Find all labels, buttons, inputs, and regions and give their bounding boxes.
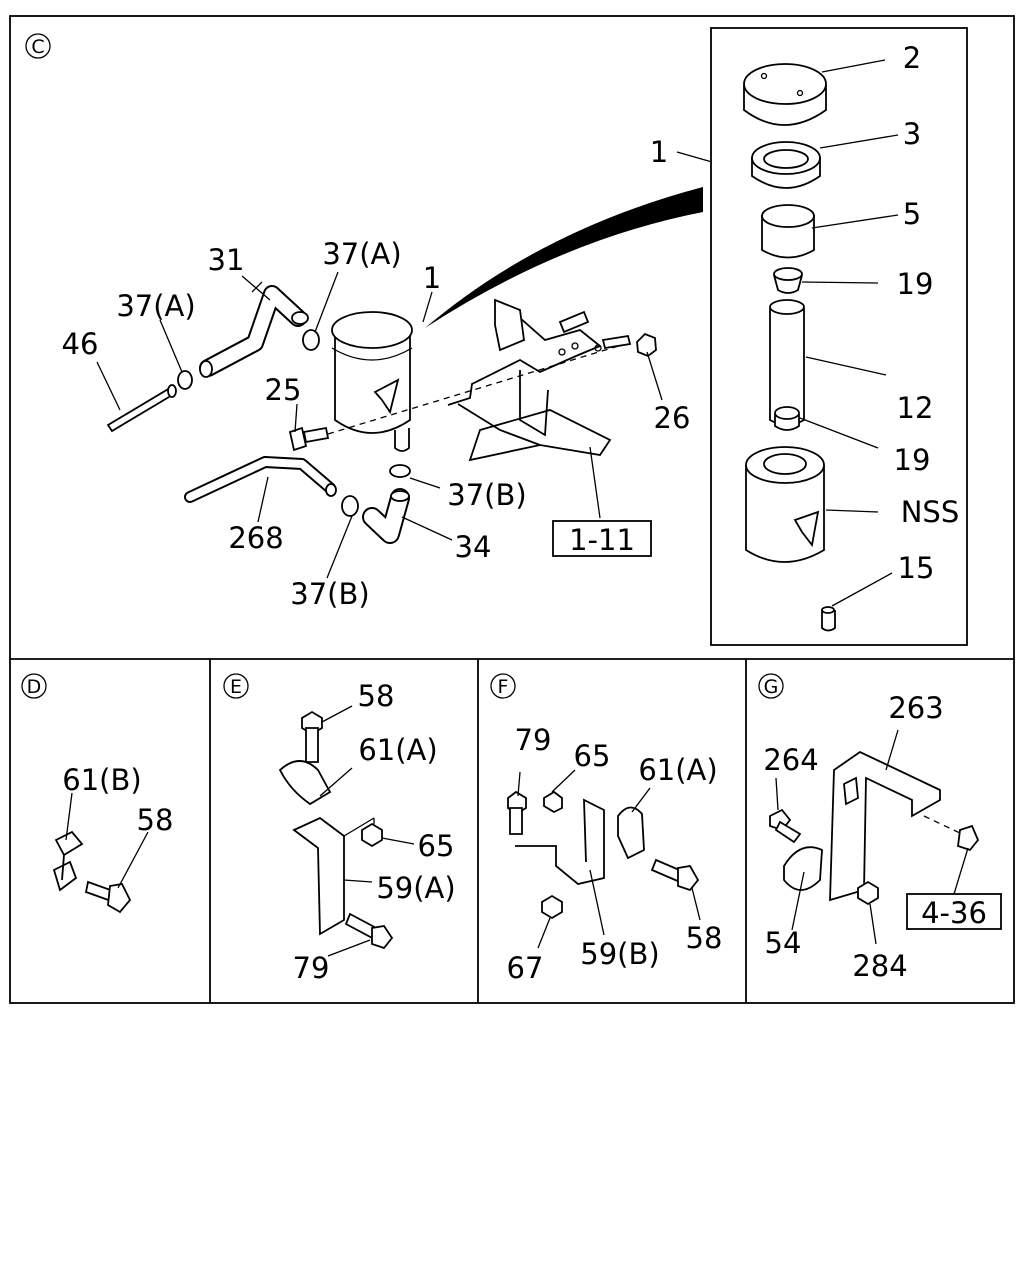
- clip-61a: [278, 760, 332, 806]
- part-label-79-f: 79: [515, 723, 552, 757]
- part-label-34: 34: [455, 530, 492, 564]
- part-label-12: 12: [897, 391, 934, 425]
- part-label-61a-e: 61(A): [358, 733, 437, 767]
- part-label-284: 284: [852, 949, 907, 983]
- bracket-263: [829, 750, 941, 902]
- mount-bracket: [447, 317, 602, 406]
- hose-31-inner: [201, 287, 305, 375]
- clip-61a: [617, 806, 645, 860]
- section-f-marker: F: [490, 673, 516, 699]
- clamp-37b-top: [389, 464, 411, 478]
- section-d-letter: D: [27, 676, 42, 698]
- inset-drawing: [743, 63, 836, 632]
- section-f-drawing: [507, 790, 700, 920]
- section-e-letter: E: [230, 676, 242, 698]
- ref-label-4-36[interactable]: 4-36: [921, 896, 987, 930]
- part-label-268: 268: [228, 521, 283, 555]
- part-label-25: 25: [265, 373, 302, 407]
- part-label-61a-f: 61(A): [638, 753, 717, 787]
- inset-callout-wedge: [425, 187, 703, 328]
- section-c-marker: C: [25, 33, 51, 59]
- bracket-59a: [292, 816, 345, 936]
- mount-bracket-base: [468, 409, 612, 462]
- bracket-59b: [515, 798, 605, 885]
- part-label-37b-bottom: 37(B): [290, 577, 369, 611]
- bolt-79-head: [371, 925, 394, 950]
- clamp-37a-top: [302, 329, 320, 351]
- section-g-letter: G: [764, 676, 779, 698]
- ref-label-1-11[interactable]: 1-11: [569, 523, 635, 557]
- part-label-31: 31: [208, 243, 245, 277]
- part-label-nss: NSS: [901, 495, 960, 529]
- section-f-letter: F: [498, 676, 509, 698]
- part-label-58-d: 58: [137, 803, 174, 837]
- part-label-26: 26: [654, 401, 691, 435]
- reservoir-level-mark: [373, 378, 400, 415]
- part-label-61b: 61(B): [62, 763, 141, 797]
- clamp-37b-bottom: [341, 495, 359, 517]
- part-label-65-e: 65: [418, 829, 455, 863]
- part-label-19-upper: 19: [897, 267, 934, 301]
- pipe-46: [106, 386, 176, 433]
- part-label-263: 263: [888, 691, 943, 725]
- part-label-2: 2: [903, 41, 921, 75]
- part-label-65-f: 65: [574, 739, 611, 773]
- reservoir-body-nss: [745, 465, 825, 563]
- reservoir-outlet: [394, 428, 410, 452]
- part-label-58-e: 58: [358, 679, 395, 713]
- section-d-drawing: [52, 830, 132, 914]
- section-c-drawing: [106, 187, 703, 544]
- pipe-268-inner: [186, 458, 334, 501]
- part-label-37b-right: 37(B): [447, 478, 526, 512]
- section-g-marker: G: [758, 673, 784, 699]
- part-label-37a-top: 37(A): [322, 237, 401, 271]
- part-label-58-f: 58: [686, 921, 723, 955]
- leader-lines: [65, 59, 969, 957]
- bolt-25-head: [288, 426, 308, 452]
- nut-26: [636, 332, 657, 358]
- part-label-5: 5: [903, 197, 921, 231]
- part-labels: 2 3 5 19 12 19 NSS 15 1 1 31 37(A) 37(A)…: [62, 41, 960, 985]
- nut-65: [361, 822, 383, 848]
- section-e-drawing: [278, 710, 394, 950]
- hose-34-inner: [364, 490, 408, 542]
- part-label-59b: 59(B): [580, 937, 659, 971]
- diagram-frames: [9, 15, 1015, 1004]
- part-label-46: 46: [62, 327, 99, 361]
- part-label-59a: 59(A): [376, 871, 455, 905]
- bolt-4-36: [957, 824, 980, 852]
- nut-67: [541, 894, 563, 920]
- nut-65: [543, 790, 563, 814]
- part-label-37a-left: 37(A): [116, 289, 195, 323]
- outer-frame: [9, 15, 1015, 1004]
- part-label-1: 1: [423, 261, 441, 295]
- clip-54: [783, 846, 823, 891]
- clamp-37a-left: [177, 370, 193, 390]
- part-label-1-inset: 1: [650, 135, 668, 169]
- bolt-58-shank: [305, 727, 319, 763]
- section-d-marker: D: [21, 673, 47, 699]
- bolt-25-shank: [302, 426, 330, 444]
- mount-bracket-tab: [494, 298, 525, 352]
- part-label-67: 67: [507, 951, 544, 985]
- inset-frame: [710, 27, 968, 646]
- fitting-15: [821, 610, 836, 632]
- nut-284: [857, 880, 879, 906]
- section-c-letter: C: [31, 36, 44, 58]
- part-label-79-e: 79: [293, 951, 330, 985]
- part-label-3: 3: [903, 117, 921, 151]
- section-g-drawing: [769, 750, 980, 906]
- part-label-264: 264: [763, 743, 818, 777]
- section-e-marker: E: [223, 673, 249, 699]
- part-label-54: 54: [765, 926, 802, 960]
- part-label-15: 15: [898, 551, 935, 585]
- clip-61b: [54, 830, 84, 857]
- ref-box-1-11[interactable]: 1-11: [552, 520, 652, 557]
- part-label-19-lower: 19: [894, 443, 931, 477]
- reservoir-tank-cap: [331, 311, 413, 349]
- ref-box-4-36[interactable]: 4-36: [906, 893, 1002, 930]
